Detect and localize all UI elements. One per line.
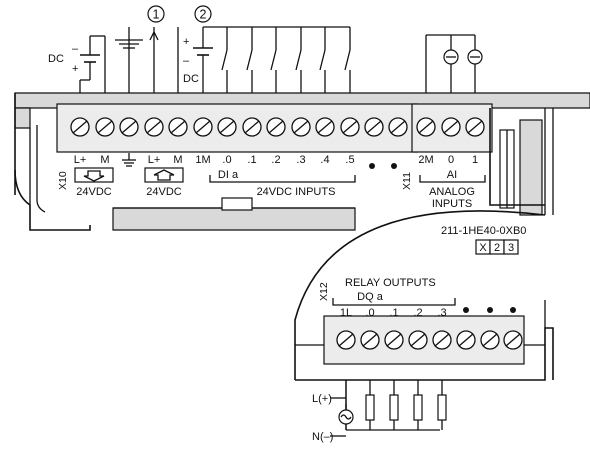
x11-label-1: 1 — [472, 154, 478, 166]
terminal-screw — [388, 117, 408, 137]
callout-1 — [147, 5, 165, 23]
x11-ai-label: AI — [447, 169, 457, 181]
supply-in-arrow-icon — [74, 167, 114, 183]
ac-source-icon — [338, 409, 354, 425]
callout-1-label: 1 — [153, 8, 160, 22]
supply-dc-minus: – — [72, 43, 79, 55]
x11-terminal-block — [416, 117, 485, 137]
ac-neutral-label: N(–) — [312, 431, 333, 443]
x10-sensor-label-m: M — [173, 154, 182, 166]
callout-2 — [194, 5, 212, 23]
module-part-number: 211-1HE40-0XB0 — [441, 225, 526, 237]
x10-input-1m: 1M — [195, 154, 210, 166]
terminal-screw — [336, 330, 356, 350]
sensor-wiring — [193, 26, 351, 93]
supply-out-arrow-icon — [144, 167, 184, 183]
terminal-screw — [416, 117, 436, 137]
ground-icon — [122, 153, 136, 167]
x10-input-5: .5 — [345, 154, 354, 166]
x12-label-3: .3 — [437, 307, 446, 319]
x11-analog-label-1: ANALOG — [429, 186, 475, 198]
terminal-screw — [456, 330, 476, 350]
module-box-label-x: X — [479, 242, 487, 254]
terminal-screw — [242, 117, 262, 137]
terminal-screw — [408, 330, 428, 350]
x10-di-label: DI a — [218, 169, 239, 181]
terminal-screw — [291, 117, 311, 137]
sensor-dc-plus: + — [183, 36, 189, 48]
module-box-label-3: 3 — [508, 242, 514, 254]
terminal-screw — [503, 330, 523, 350]
load-resistor-icon — [413, 394, 423, 421]
terminal-screw — [119, 117, 139, 137]
module-box — [503, 239, 519, 255]
x12-label-2: .2 — [413, 307, 422, 319]
terminal-screw — [441, 117, 461, 137]
terminal-screw — [95, 117, 115, 137]
x12-connector-label: X12 — [318, 282, 330, 301]
supply-dc-label: DC — [48, 53, 64, 65]
x11-label-0: 0 — [448, 154, 454, 166]
x12-label-1l: 1L — [340, 307, 352, 319]
x10-input-2: .2 — [271, 154, 280, 166]
status-dot — [463, 307, 469, 313]
x12-dq-label: DQ a — [357, 291, 384, 303]
terminal-screw — [384, 330, 404, 350]
x10-terminal-block — [70, 117, 408, 137]
terminal-screw — [144, 117, 164, 137]
load-resistor-icon — [437, 394, 447, 421]
x10-connector-label: X10 — [57, 171, 69, 190]
x10-supply-label-m: M — [100, 154, 109, 166]
current-source-icon — [467, 49, 483, 65]
terminal-screw — [432, 330, 452, 350]
status-dot — [487, 307, 493, 313]
load-resistor-icon — [365, 394, 375, 421]
terminal-screw — [364, 117, 384, 137]
x11-label-2m: 2M — [418, 154, 433, 166]
x10-supply-label-l: L+ — [74, 154, 87, 166]
x10-input-4: .4 — [320, 154, 329, 166]
terminal-screw — [266, 117, 286, 137]
x10-supply-voltage: 24VDC — [76, 186, 112, 198]
x10-inputs-label: 24VDC INPUTS — [257, 186, 336, 198]
sensor-dc-minus: – — [183, 55, 190, 67]
module-box-label-2: 2 — [494, 242, 500, 254]
terminal-screw — [315, 117, 335, 137]
terminal-screw — [340, 117, 360, 137]
x12-label-0: .0 — [365, 307, 374, 319]
x10-sensor-label-l: L+ — [148, 154, 161, 166]
terminal-screw — [168, 117, 188, 137]
supply-dc-plus: + — [72, 63, 78, 75]
terminal-screw — [70, 117, 90, 137]
x12-label-1: .1 — [389, 307, 398, 319]
status-dot — [391, 163, 397, 169]
terminal-screw — [217, 117, 237, 137]
analog-wiring — [425, 34, 483, 93]
x10-input-3: .3 — [296, 154, 305, 166]
x12-terminal-block — [336, 330, 523, 350]
x10-input-1: .1 — [247, 154, 256, 166]
x11-connector-label: X11 — [401, 172, 413, 190]
x10-sensor-voltage: 24VDC — [146, 186, 182, 198]
x10-input-0: .0 — [222, 154, 231, 166]
supply-wiring — [79, 27, 179, 93]
ac-line-label: L(+) — [312, 393, 332, 405]
sensor-dc-label: DC — [183, 73, 199, 85]
x12-title: RELAY OUTPUTS — [345, 277, 436, 289]
status-dot — [510, 307, 516, 313]
terminal-screw — [465, 117, 485, 137]
status-dot — [369, 163, 375, 169]
current-source-icon — [443, 49, 459, 65]
terminal-screw — [480, 330, 500, 350]
relay-wiring — [330, 380, 447, 437]
load-resistor-icon — [389, 394, 399, 421]
x11-analog-label-2: INPUTS — [432, 198, 472, 210]
terminal-screw — [193, 117, 213, 137]
terminal-screw — [360, 330, 380, 350]
callout-2-label: 2 — [200, 8, 207, 22]
